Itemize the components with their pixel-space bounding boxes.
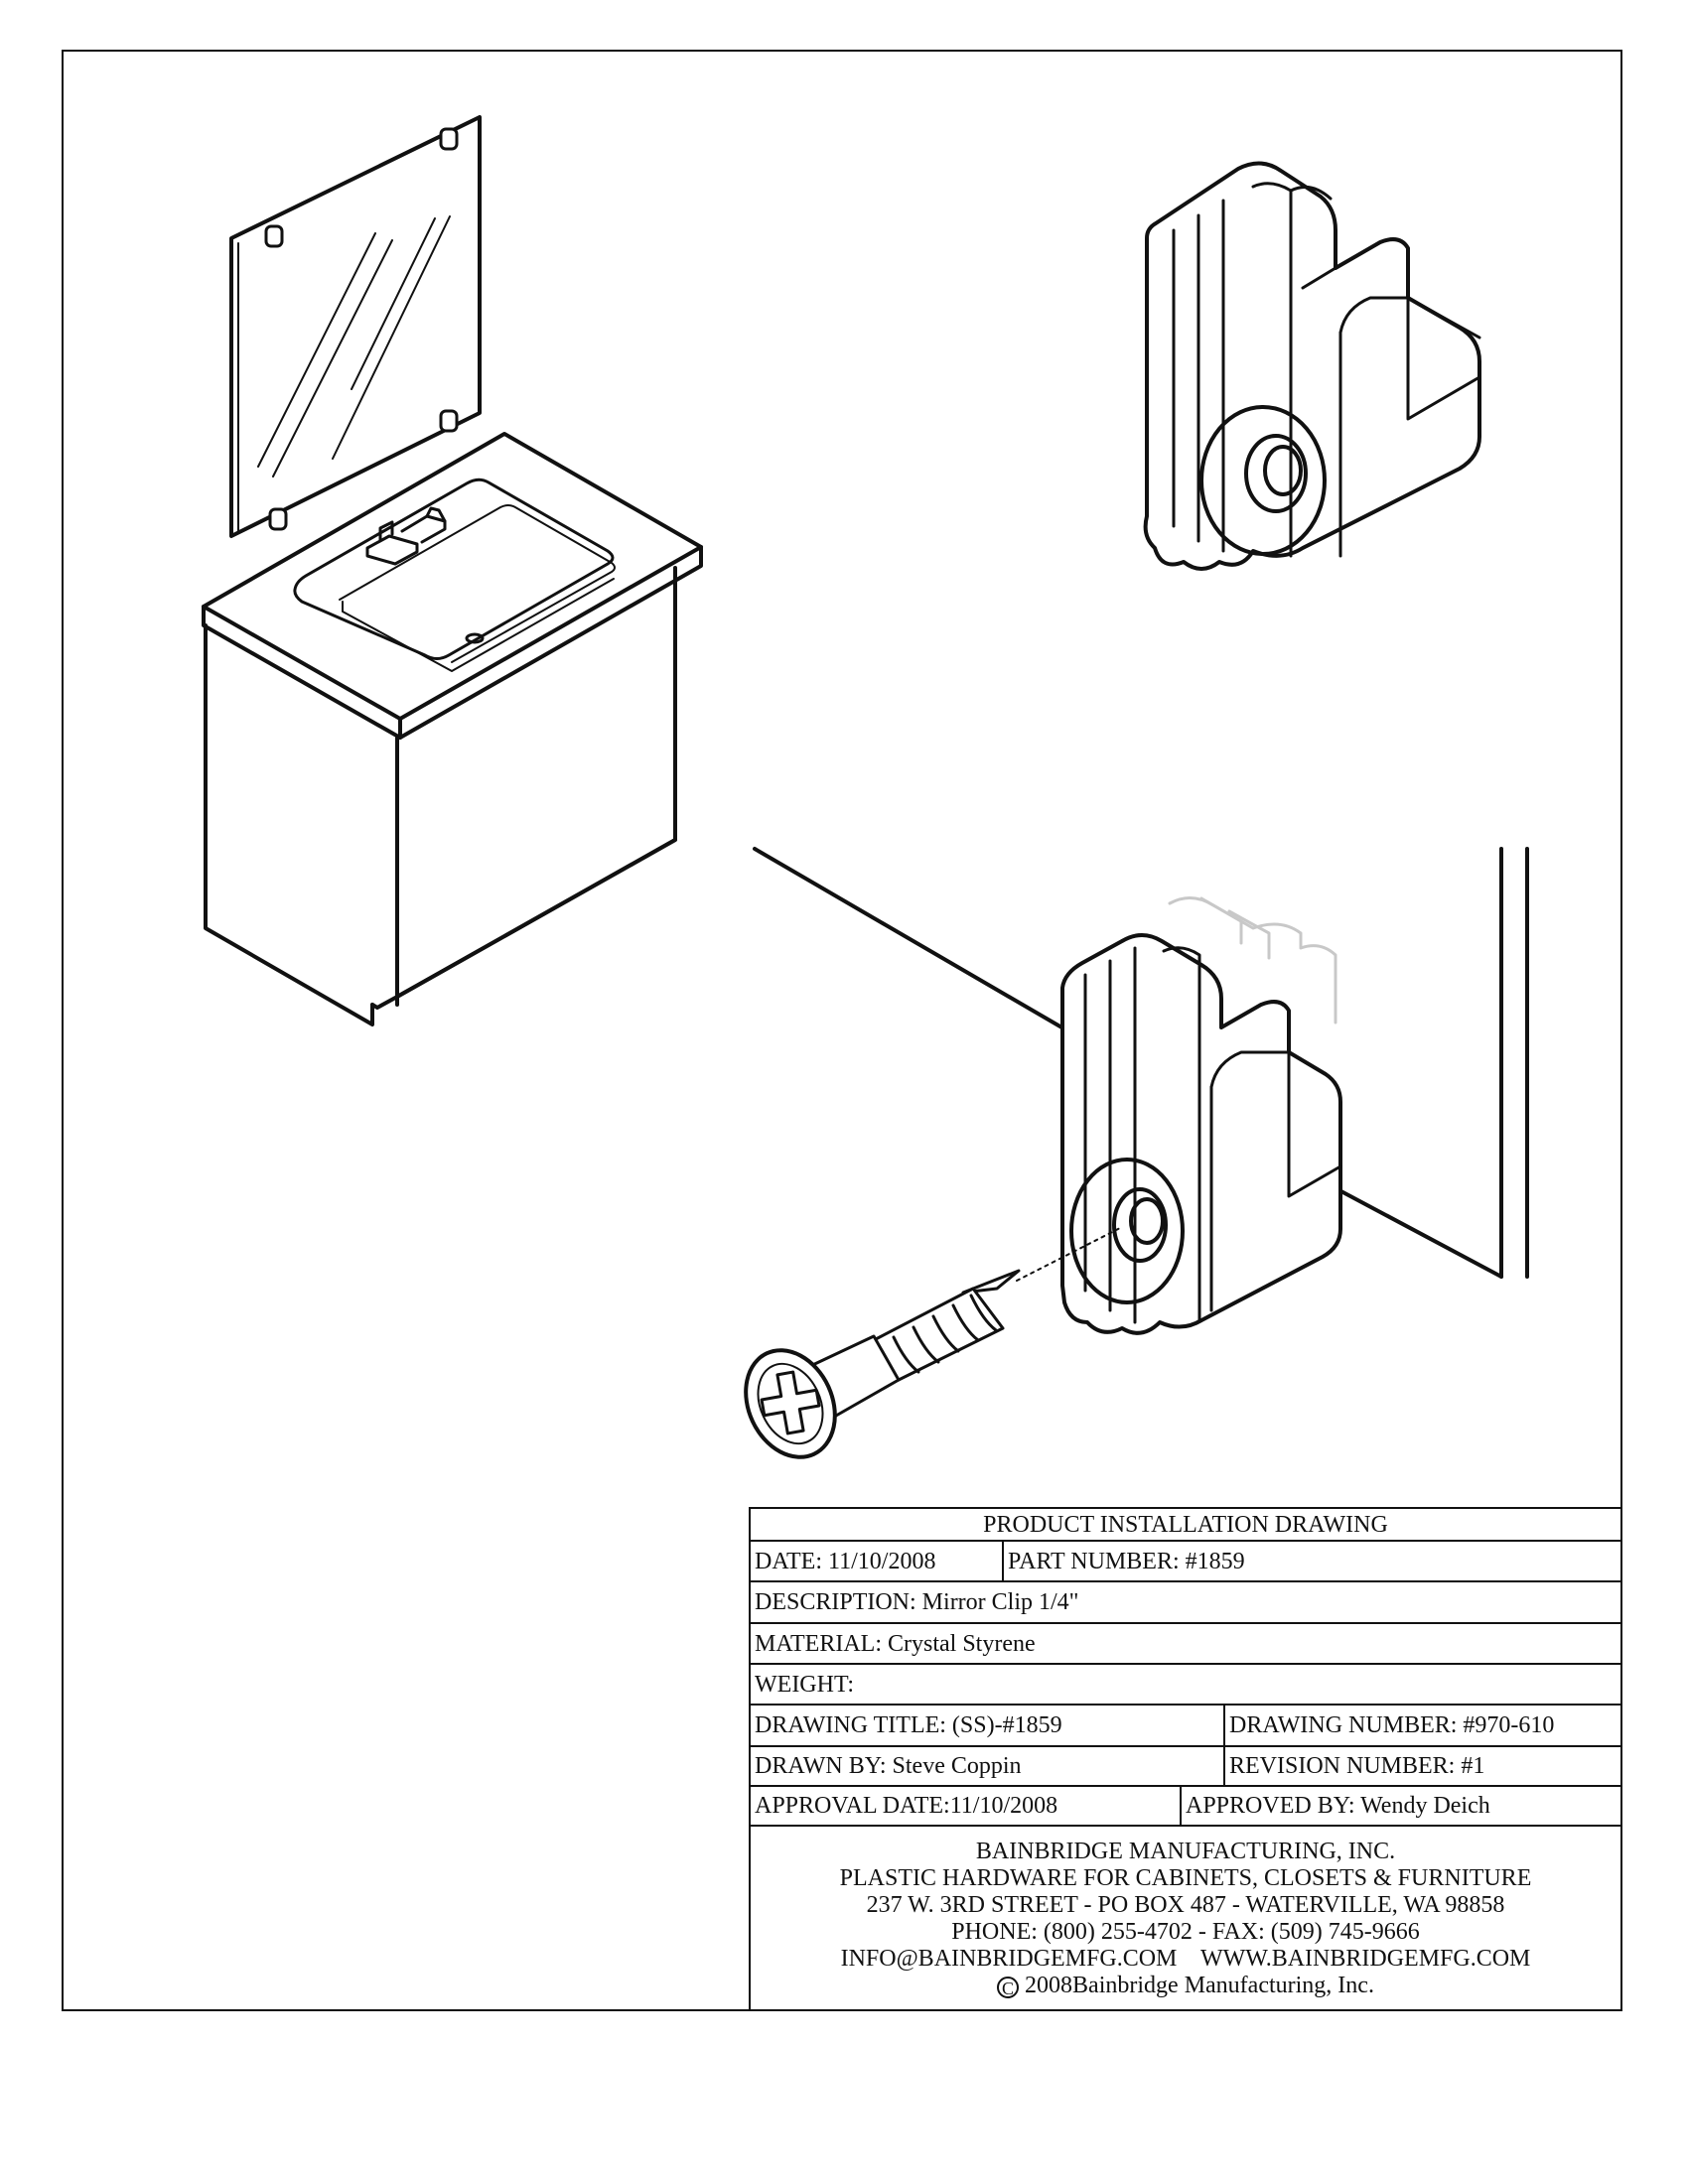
- mirror-clip-small: [264, 127, 459, 531]
- drawing-title-row: DRAWING TITLE: (SS)-#1859 DRAWING NUMBER…: [751, 1706, 1620, 1747]
- mirror-panel: [229, 115, 482, 538]
- mirror-clip-detail: [1143, 161, 1481, 571]
- date-field: DATE: 11/10/2008: [755, 1548, 936, 1574]
- copyright-icon: C: [997, 1977, 1020, 1998]
- material-field: MATERIAL: Crystal Styrene: [755, 1630, 1036, 1657]
- wood-screw: [744, 1269, 1021, 1459]
- mirror-clip-installed: [1060, 933, 1342, 1335]
- weight-field: WEIGHT:: [755, 1671, 855, 1698]
- material-row: MATERIAL: Crystal Styrene: [751, 1624, 1620, 1665]
- weight-row: WEIGHT:: [751, 1665, 1620, 1706]
- approval-date-field: APPROVAL DATE:11/10/2008: [755, 1793, 1058, 1819]
- drawing-title-field: DRAWING TITLE: (SS)-#1859: [755, 1712, 1062, 1738]
- title-block-header-row: PRODUCT INSTALLATION DRAWING: [751, 1509, 1620, 1542]
- faucet-icon: [365, 506, 447, 566]
- drawing-number-field: DRAWING NUMBER: #970-610: [1223, 1706, 1620, 1745]
- company-info: BAINBRIDGE MANUFACTURING, INC. PLASTIC H…: [751, 1839, 1620, 1999]
- title-block: PRODUCT INSTALLATION DRAWING DATE: 11/10…: [749, 1507, 1620, 2009]
- company-name: BAINBRIDGE MANUFACTURING, INC.: [975, 1839, 1396, 1864]
- date-part-row: DATE: 11/10/2008 PART NUMBER: #1859: [751, 1542, 1620, 1582]
- sheet-border: [62, 50, 1622, 2011]
- company-contact: INFO@BAINBRIDGEMFG.COM WWW.BAINBRIDGEMFG…: [840, 1946, 1531, 1972]
- sink-basin: [293, 478, 616, 672]
- screw-path-dotted: [1016, 1226, 1123, 1282]
- company-address: 237 W. 3RD STREET - PO BOX 487 - WATERVI…: [866, 1892, 1505, 1918]
- approval-row: APPROVAL DATE:11/10/2008 APPROVED BY: We…: [751, 1787, 1620, 1827]
- company-phone: PHONE: (800) 255-4702 - FAX: (509) 745-9…: [951, 1919, 1420, 1945]
- description-field: DESCRIPTION: Mirror Clip 1/4": [755, 1589, 1079, 1615]
- approved-by-field: APPROVED BY: Wendy Deich: [1180, 1787, 1620, 1825]
- clip-ghost-outline: [1168, 896, 1337, 1024]
- drawn-by-field: DRAWN BY: Steve Coppin: [755, 1753, 1022, 1779]
- revision-number-field: REVISION NUMBER: #1: [1223, 1747, 1620, 1785]
- drawn-by-row: DRAWN BY: Steve Coppin REVISION NUMBER: …: [751, 1747, 1620, 1787]
- vanity-cabinet: [202, 432, 703, 1026]
- copyright-text: 2008Bainbridge Manufacturing, Inc.: [1025, 1973, 1374, 1998]
- part-number-field: PART NUMBER: #1859: [1002, 1542, 1620, 1580]
- drawing-type-heading: PRODUCT INSTALLATION DRAWING: [983, 1511, 1388, 1538]
- company-tagline: PLASTIC HARDWARE FOR CABINETS, CLOSETS &…: [839, 1865, 1532, 1891]
- description-row: DESCRIPTION: Mirror Clip 1/4": [751, 1582, 1620, 1624]
